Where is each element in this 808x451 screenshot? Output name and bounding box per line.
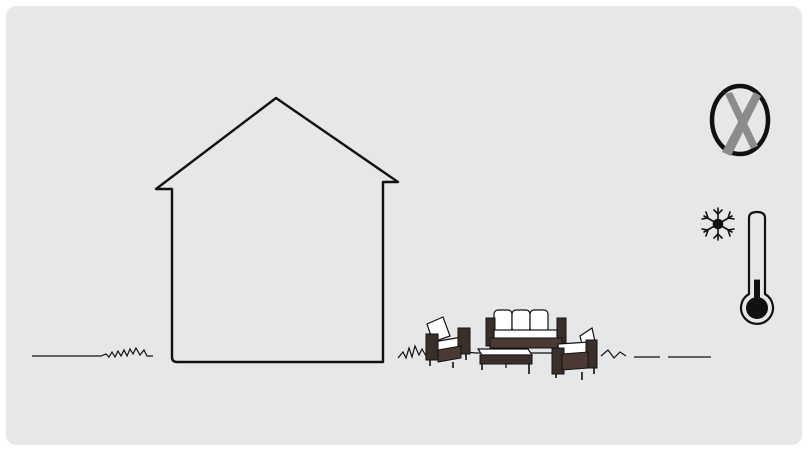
thermometer-bulb [746, 297, 768, 319]
scene-background [6, 6, 802, 445]
scene-panel [6, 6, 802, 445]
scene-illustration [6, 6, 802, 445]
